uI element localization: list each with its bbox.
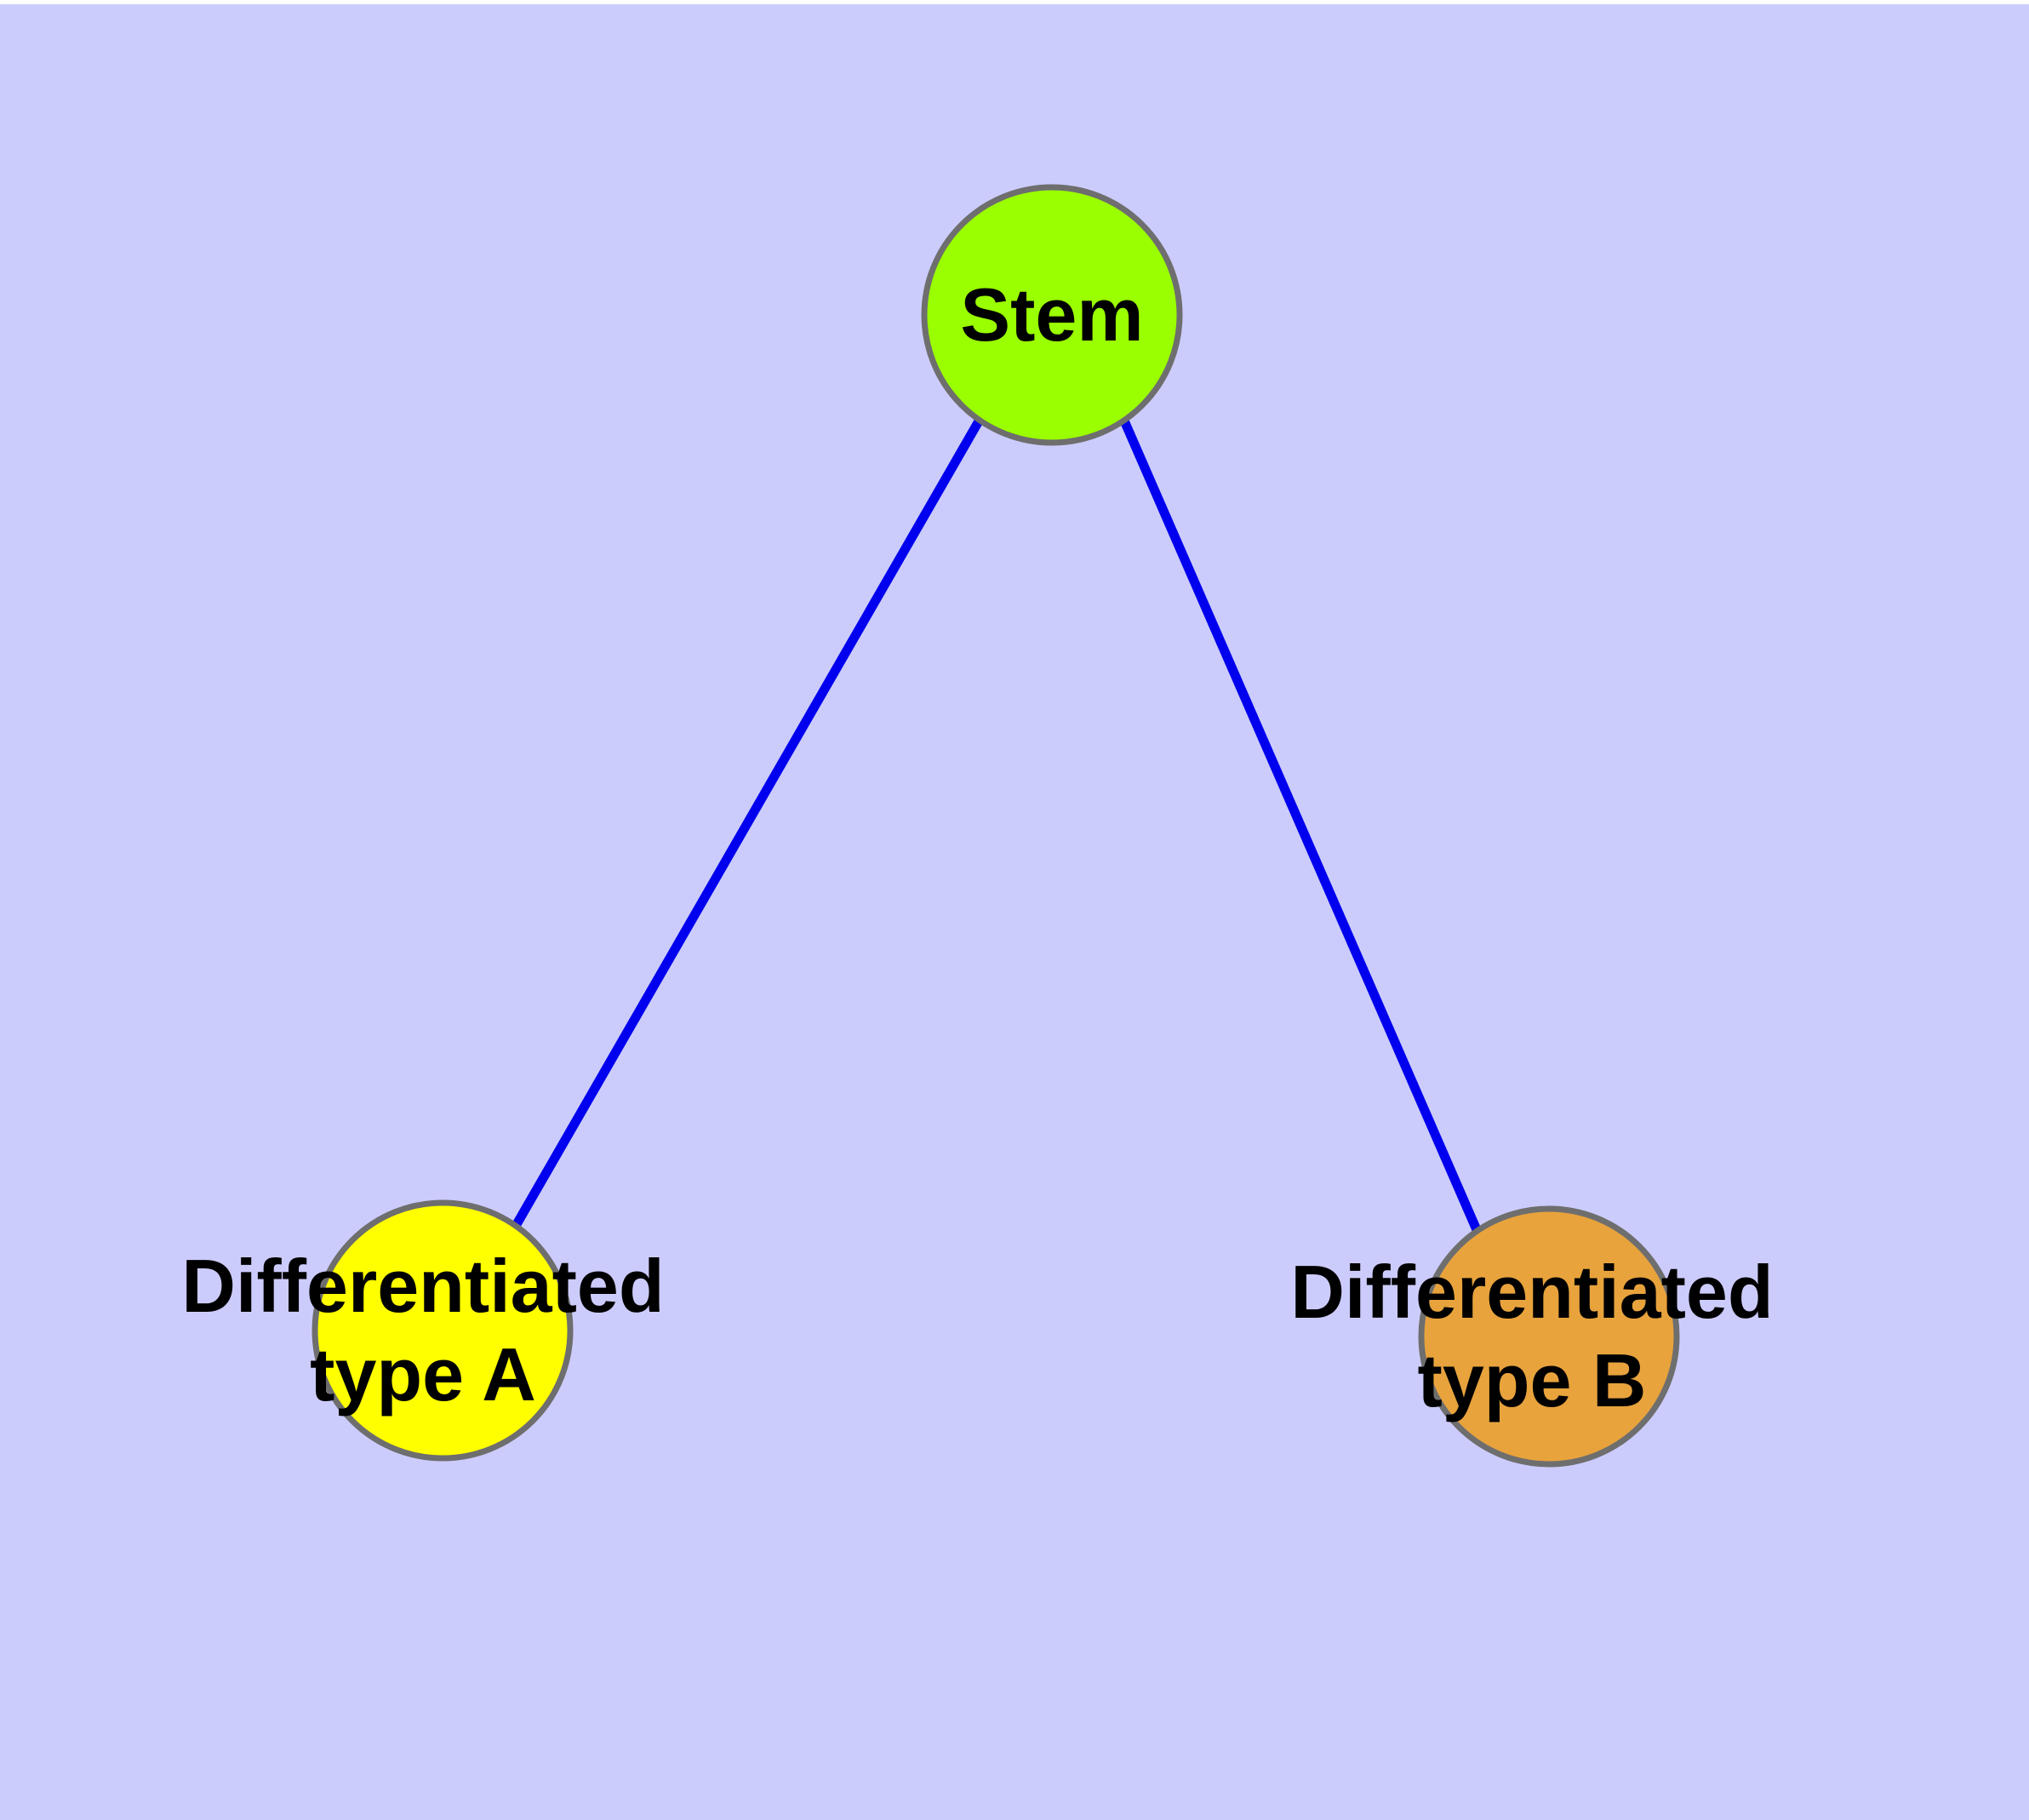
- node-label-line: type A: [310, 1332, 536, 1417]
- node-diff-b-circle[interactable]: [1418, 1205, 1680, 1468]
- node-label-line: type B: [1418, 1338, 1647, 1422]
- node-stem-label: Stem: [960, 272, 1143, 357]
- node-label-line: Differentiated: [181, 1244, 664, 1328]
- node-label-line: Stem: [960, 272, 1143, 357]
- node-label-line: Differentiated: [1290, 1250, 1773, 1334]
- edge-stem-to-diff-a[interactable]: [512, 417, 984, 1228]
- node-stem-circle[interactable]: [921, 184, 1183, 446]
- node-stem[interactable]: Stem: [921, 184, 1183, 446]
- edges-layer: [512, 416, 1483, 1234]
- node-diff-a-circle[interactable]: [311, 1199, 574, 1462]
- edge-stem-to-diff-b[interactable]: [1118, 416, 1483, 1234]
